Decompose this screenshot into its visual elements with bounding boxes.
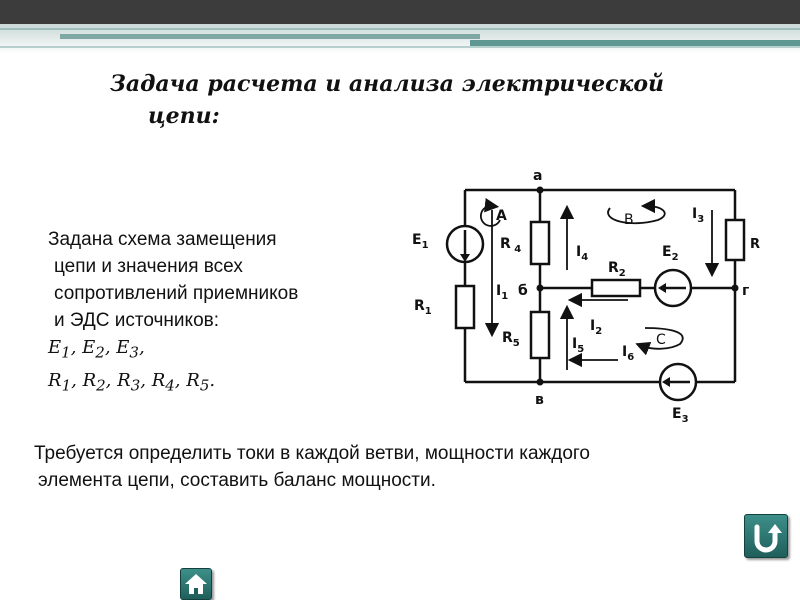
given-text: Задана схема замещения цепи и значения в… [48,226,408,399]
node-a-dot [536,186,544,194]
decorative-strip [0,24,800,54]
return-button[interactable] [744,514,788,558]
label-i3: I3 [692,206,704,225]
label-i4: I4 [576,244,588,263]
emf-source-e3 [658,362,698,402]
loop-label-b: B [624,212,634,228]
title-line-1: Задача расчета и анализа электрической [110,71,665,97]
node-label-g: г [742,283,749,299]
loop-arrow-b [607,198,666,225]
resistor-r5 [529,310,551,360]
requirement-line-1: Требуется определить токи в каждой ветви… [34,443,591,464]
label-e3: E3 [672,406,689,425]
loop-label-c: C [656,332,666,348]
loop-arrow-a [480,198,501,227]
node-b-dot [536,284,544,292]
label-i1: I1 [496,283,508,302]
resistor-list: R1, R2, R3, R4, R5. [48,369,216,395]
home-icon [185,574,207,594]
label-r2: R2 [608,260,626,279]
node-v-dot [536,378,544,386]
node-label-v: в [535,392,544,408]
resistor-r1 [454,284,476,330]
node-label-a: а [533,168,542,184]
label-e1: E1 [412,232,429,251]
emf-source-e1 [445,224,485,264]
label-r5: R5 [502,330,520,349]
given-line-2: цепи и значения всех [54,256,243,277]
home-button[interactable] [180,568,212,600]
requirement-line-2: элемента цепи, составить баланс мощности… [38,470,436,491]
loop-arrow-c [635,327,684,356]
given-line-1: Задана схема замещения [48,229,277,250]
label-r1: R1 [414,298,432,317]
label-e2: E2 [662,244,679,263]
resistor-r2 [590,278,642,298]
label-r3: R3 [750,237,760,255]
resistor-r3 [724,218,746,262]
node-label-b: б [518,283,528,299]
circuit-diagram: а б в г E1 R1 R 4 R5 R3 R2 E2 E3 I1 I4 I… [412,168,760,425]
label-i2: I2 [590,318,602,337]
label-i6: I6 [622,344,634,363]
label-i5: I5 [572,336,584,355]
given-line-4: и ЭДС источников: [54,310,220,331]
emf-source-e2 [653,268,693,308]
requirement-text: Требуется определить токи в каждой ветви… [34,440,774,494]
emf-list: E1, E2, E3, [48,337,145,362]
return-arrow-icon [754,524,782,553]
slide-title: Задача расчета и анализа электрической ц… [110,68,760,132]
resistor-r4 [529,220,551,266]
label-r4: R 4 [500,236,521,255]
loop-label-a: A [496,208,507,224]
given-line-3: сопротивлений приемников [54,283,299,304]
top-bar [0,0,800,24]
title-line-2: цепи: [148,103,220,129]
node-g-dot [731,284,739,292]
